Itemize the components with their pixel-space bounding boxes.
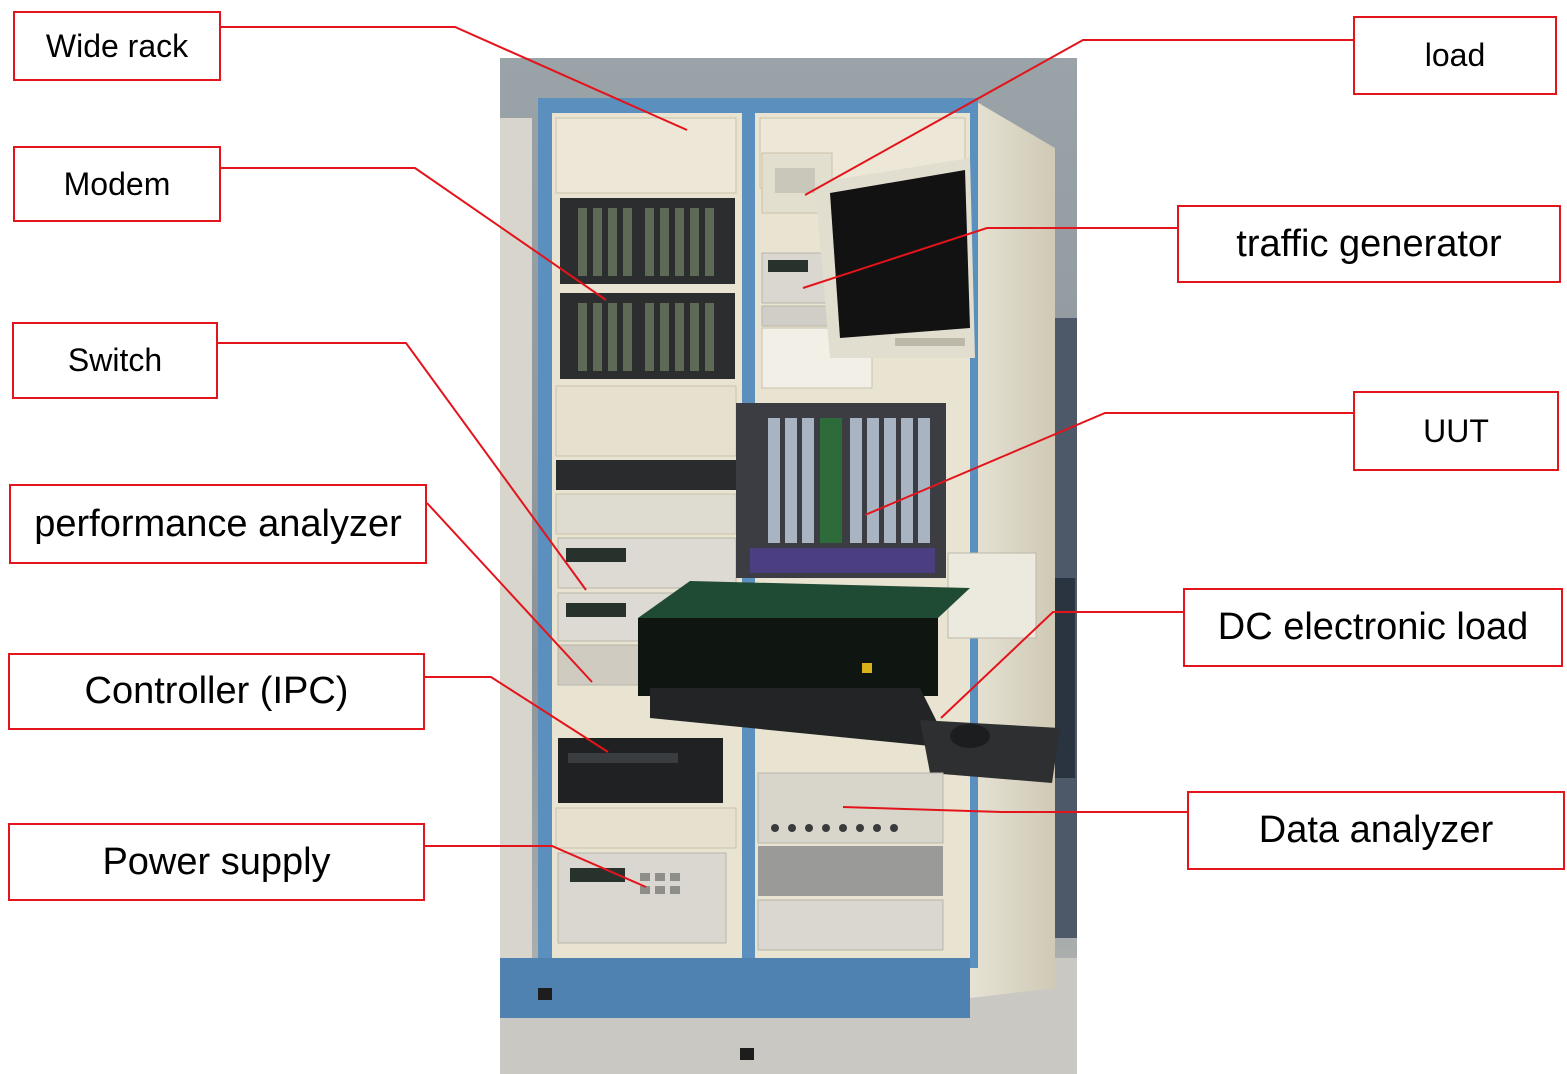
label-switch: Switch <box>12 322 218 399</box>
label-modem: Modem <box>13 146 221 222</box>
label-load: load <box>1353 16 1557 95</box>
label-traffic-generator: traffic generator <box>1177 205 1561 283</box>
label-power-supply: Power supply <box>8 823 425 901</box>
label-performance-analyzer: performance analyzer <box>9 484 427 564</box>
label-wide-rack: Wide rack <box>13 11 221 81</box>
label-data-analyzer: Data analyzer <box>1187 791 1565 870</box>
label-uut: UUT <box>1353 391 1559 471</box>
label-controller: Controller (IPC) <box>8 653 425 730</box>
test-rack-photo <box>500 58 1077 1074</box>
label-dc-electronic-load: DC electronic load <box>1183 588 1563 667</box>
